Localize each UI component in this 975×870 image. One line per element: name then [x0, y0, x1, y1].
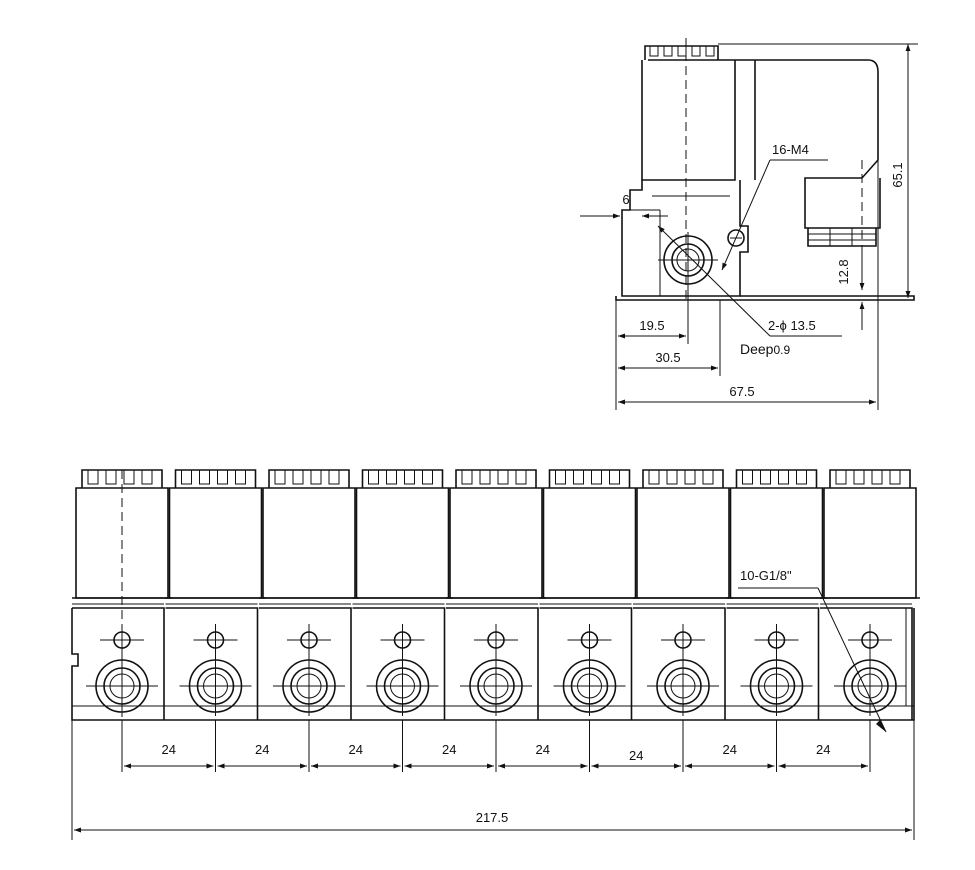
valve-5	[446, 469, 546, 772]
dim-port-center: 30.5	[655, 350, 680, 365]
pitch-label-1: 24	[162, 742, 176, 757]
valve-9	[820, 469, 920, 772]
valve-3	[259, 469, 359, 772]
coil-housing	[641, 59, 879, 181]
coil-cap	[644, 45, 719, 60]
port-callout: 10-G1/8"	[740, 568, 792, 583]
valve-7	[633, 469, 733, 772]
pitch-label-6: 24	[629, 748, 643, 763]
valve-body	[621, 180, 749, 297]
dim-port-height: 12.8	[836, 259, 851, 284]
pitch-dimensions: 24 24 24 24 24 24 24 24	[124, 742, 868, 769]
depth-value: 0.9	[773, 343, 790, 357]
pitch-label-3: 24	[349, 742, 363, 757]
pitch-label-8: 24	[816, 742, 830, 757]
valve-2	[165, 469, 266, 772]
thread-callout: 16-M4	[772, 142, 809, 157]
pitch-label-4: 24	[442, 742, 456, 757]
port-hole	[658, 232, 718, 290]
dim-width-total: 67.5	[729, 384, 754, 399]
dim-offset: 6	[622, 192, 629, 207]
pitch-label-5: 24	[536, 742, 550, 757]
pitch-label-7: 24	[723, 742, 737, 757]
depth-label: Deep0.9	[740, 341, 790, 357]
front-view: 24 24 24 24 24 24 24 24 10-G1/8" 217.5	[71, 469, 920, 840]
dim-height-total: 65.1	[890, 162, 905, 187]
pitch-label-2: 24	[255, 742, 269, 757]
valve-4	[352, 469, 453, 772]
valve-6	[539, 469, 640, 772]
manifold-base	[71, 608, 915, 721]
side-view: 65.1 12.8 6 16-M4 2-ϕ 13.5 Deep0.9 19.5	[580, 38, 918, 410]
dim-hole-center: 19.5	[639, 318, 664, 333]
connector-plug	[804, 178, 881, 229]
hole-callout: 2-ϕ 13.5	[768, 318, 816, 333]
valve-8	[726, 469, 827, 772]
valve-array	[72, 469, 920, 772]
overall-length: 217.5	[476, 810, 509, 825]
